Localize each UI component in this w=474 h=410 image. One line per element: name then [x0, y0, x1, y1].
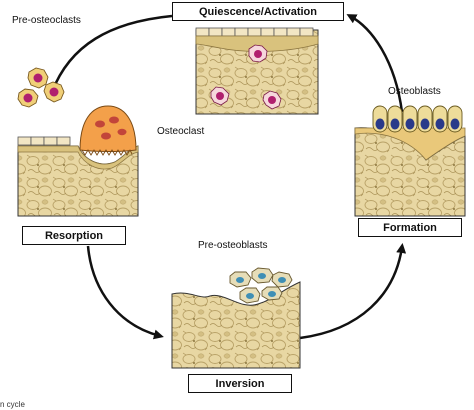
arrow-inversion-to-formation: [299, 243, 407, 340]
stage-label-inversion: Inversion: [188, 374, 292, 393]
label-osteoclast: Osteoclast: [157, 126, 205, 137]
osteoclast-cell: [79, 105, 137, 156]
figure-caption-fragment: n cycle: [0, 400, 25, 409]
arrow-formation-to-quiescence: [346, 14, 404, 113]
pre-osteoblast-cells: [229, 267, 293, 304]
resorption-bone-block: [17, 105, 139, 217]
lining-cells-resorption: [17, 136, 71, 146]
arrow-resorption-to-inversion: [86, 245, 164, 340]
osteoblast-cells: [372, 105, 463, 133]
stage-label-quiescence: Quiescence/Activation: [172, 2, 344, 21]
arrow-quiescence-to-resorption: [49, 14, 173, 96]
pre-osteoclast-cells: [17, 67, 65, 108]
lining-cells-top: [195, 27, 314, 37]
stage-label-formation: Formation: [358, 218, 462, 237]
stage-label-resorption: Resorption: [22, 226, 126, 245]
label-pre-osteoclasts: Pre-osteoclasts: [12, 15, 81, 26]
quiescence-bone-block: [195, 27, 319, 115]
label-pre-osteoblasts: Pre-osteoblasts: [198, 240, 268, 251]
inversion-bone-block: [171, 267, 301, 369]
formation-bone-block: [354, 105, 466, 217]
label-osteoblasts: Osteoblasts: [388, 86, 441, 97]
activating-osteoclast-cells: [210, 44, 282, 110]
